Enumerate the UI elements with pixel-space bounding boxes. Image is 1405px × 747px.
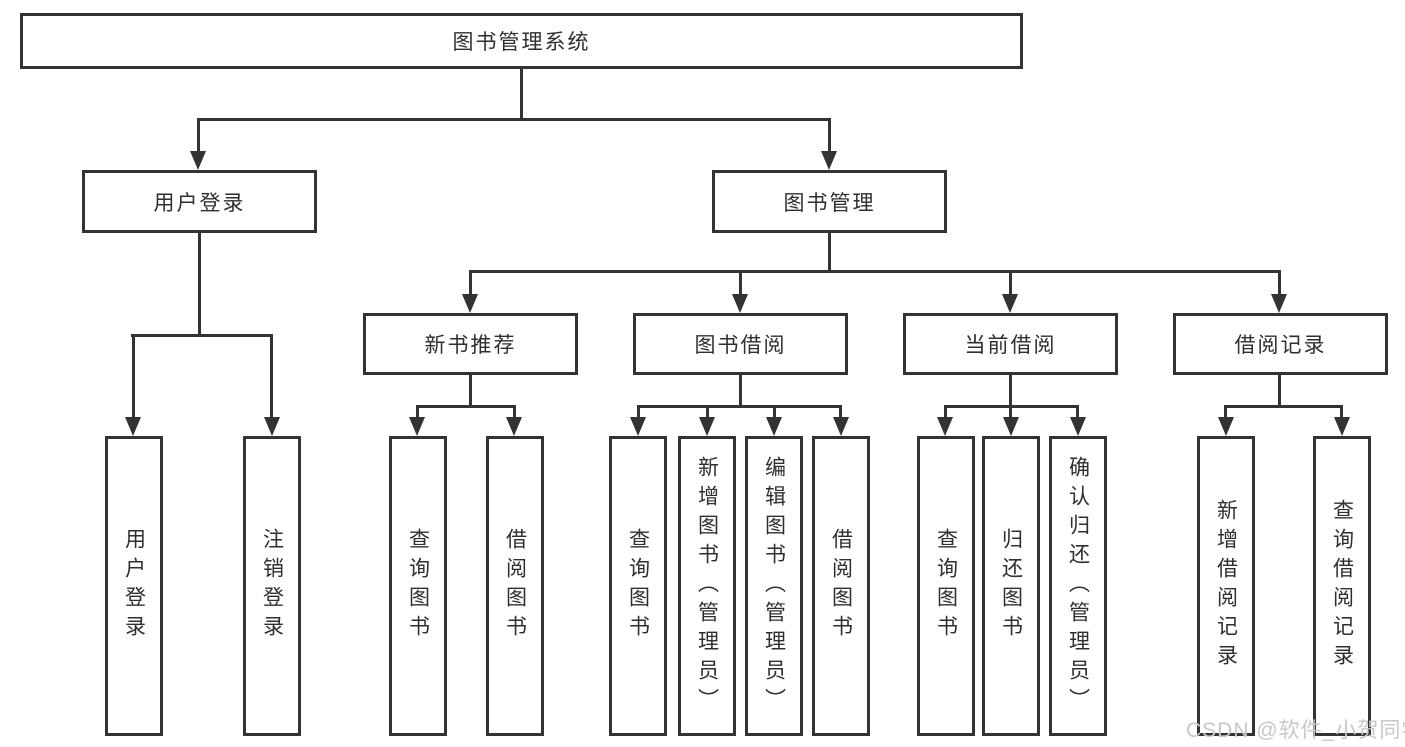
node-borrowing-records-label: 借阅记录 <box>1234 334 1327 357</box>
connector-hline <box>131 334 273 337</box>
connector-vline <box>739 270 742 296</box>
node-new-book-recommend-label: 新书推荐 <box>424 334 517 357</box>
connector-vline <box>270 334 273 419</box>
connector-vline <box>469 375 472 408</box>
connector-hline <box>416 405 516 408</box>
connector-vline <box>944 405 947 419</box>
leaf-query-books-recommend-label: 查询图书 <box>406 528 430 644</box>
connector-vline <box>520 69 523 121</box>
connector-vline <box>416 405 419 419</box>
node-user-login: 用户登录 <box>82 170 317 233</box>
arrowhead-down <box>462 294 478 313</box>
leaf-edit-book-admin-label: 编辑图书（管理员） <box>762 455 786 717</box>
leaf-query-borrow-record-label: 查询借阅记录 <box>1330 499 1354 673</box>
leaf-user-login-label: 用户登录 <box>122 528 146 644</box>
arrowhead-down <box>264 417 280 436</box>
leaf-logout-label: 注销登录 <box>260 528 284 644</box>
leaf-add-book-admin: 新增图书（管理员） <box>678 436 736 736</box>
connector-vline <box>1009 270 1012 296</box>
connector-vline <box>132 334 135 419</box>
node-book-management: 图书管理 <box>712 170 947 233</box>
leaf-edit-book-admin: 编辑图书（管理员） <box>745 436 803 736</box>
arrowhead-down <box>821 151 837 170</box>
node-new-book-recommend: 新书推荐 <box>363 313 578 375</box>
arrowhead-down <box>1002 294 1018 313</box>
leaf-return-books: 归还图书 <box>982 436 1040 736</box>
leaf-borrow-books-recommend-label: 借阅图书 <box>503 528 527 644</box>
node-book-borrowing-label: 图书借阅 <box>694 334 787 357</box>
node-user-login-label: 用户登录 <box>153 191 246 215</box>
connector-vline <box>1009 405 1012 419</box>
arrowhead-down <box>630 417 646 436</box>
node-book-borrowing: 图书借阅 <box>633 313 848 375</box>
arrowhead-down <box>1334 417 1350 436</box>
connector-vline <box>828 118 831 153</box>
leaf-borrow-books-recommend: 借阅图书 <box>486 436 544 736</box>
arrowhead-down <box>766 417 782 436</box>
arrowhead-down <box>1070 417 1086 436</box>
leaf-query-books-current: 查询图书 <box>917 436 975 736</box>
connector-vline <box>828 233 831 273</box>
connector-vline <box>637 405 640 419</box>
node-current-borrowing: 当前借阅 <box>903 313 1118 375</box>
leaf-user-login: 用户登录 <box>105 436 163 736</box>
leaf-confirm-return-admin-label: 确认归还（管理员） <box>1066 455 1090 717</box>
leaf-query-books-borrowing: 查询图书 <box>609 436 667 736</box>
arrowhead-down <box>190 151 206 170</box>
arrowhead-down <box>732 294 748 313</box>
csdn-watermark: CSDN @软件_小贺同学 <box>1186 719 1405 742</box>
connector-hline <box>469 270 1281 273</box>
connector-vline <box>1076 405 1079 419</box>
connector-hline <box>637 405 842 408</box>
connector-vline <box>1278 270 1281 296</box>
leaf-borrow-books-label: 借阅图书 <box>829 528 853 644</box>
leaf-query-books-current-label: 查询图书 <box>934 528 958 644</box>
connector-vline <box>839 405 842 419</box>
connector-vline <box>1224 405 1227 419</box>
arrowhead-down <box>506 417 522 436</box>
arrowhead-down <box>125 417 141 436</box>
node-book-management-label: 图书管理 <box>783 191 876 215</box>
leaf-add-borrow-record: 新增借阅记录 <box>1197 436 1255 736</box>
connector-hline <box>197 118 831 121</box>
connector-vline <box>513 405 516 419</box>
leaf-confirm-return-admin: 确认归还（管理员） <box>1049 436 1107 736</box>
connector-vline <box>469 270 472 296</box>
connector-hline <box>1224 405 1343 408</box>
connector-vline <box>773 405 776 419</box>
arrowhead-down <box>1003 417 1019 436</box>
node-borrowing-records: 借阅记录 <box>1173 313 1388 375</box>
connector-vline <box>197 118 200 153</box>
arrowhead-down <box>937 417 953 436</box>
arrowhead-down <box>833 417 849 436</box>
leaf-query-books-borrowing-label: 查询图书 <box>626 528 650 644</box>
node-current-borrowing-label: 当前借阅 <box>964 334 1057 357</box>
connector-vline <box>1340 405 1343 419</box>
connector-vline <box>198 233 201 337</box>
leaf-add-borrow-record-label: 新增借阅记录 <box>1214 499 1238 673</box>
leaf-query-borrow-record: 查询借阅记录 <box>1313 436 1371 736</box>
connector-vline <box>1009 375 1012 408</box>
leaf-logout: 注销登录 <box>243 436 301 736</box>
connector-vline <box>739 375 742 408</box>
leaf-query-books-recommend: 查询图书 <box>389 436 447 736</box>
arrowhead-down <box>1218 417 1234 436</box>
arrowhead-down <box>409 417 425 436</box>
connector-vline <box>706 405 709 419</box>
leaf-add-book-admin-label: 新增图书（管理员） <box>695 455 719 717</box>
node-library-system-label: 图书管理系统 <box>452 31 591 54</box>
leaf-borrow-books: 借阅图书 <box>812 436 870 736</box>
connector-vline <box>1278 375 1281 408</box>
node-library-system: 图书管理系统 <box>20 13 1023 69</box>
arrowhead-down <box>699 417 715 436</box>
arrowhead-down <box>1271 294 1287 313</box>
leaf-return-books-label: 归还图书 <box>999 528 1023 644</box>
